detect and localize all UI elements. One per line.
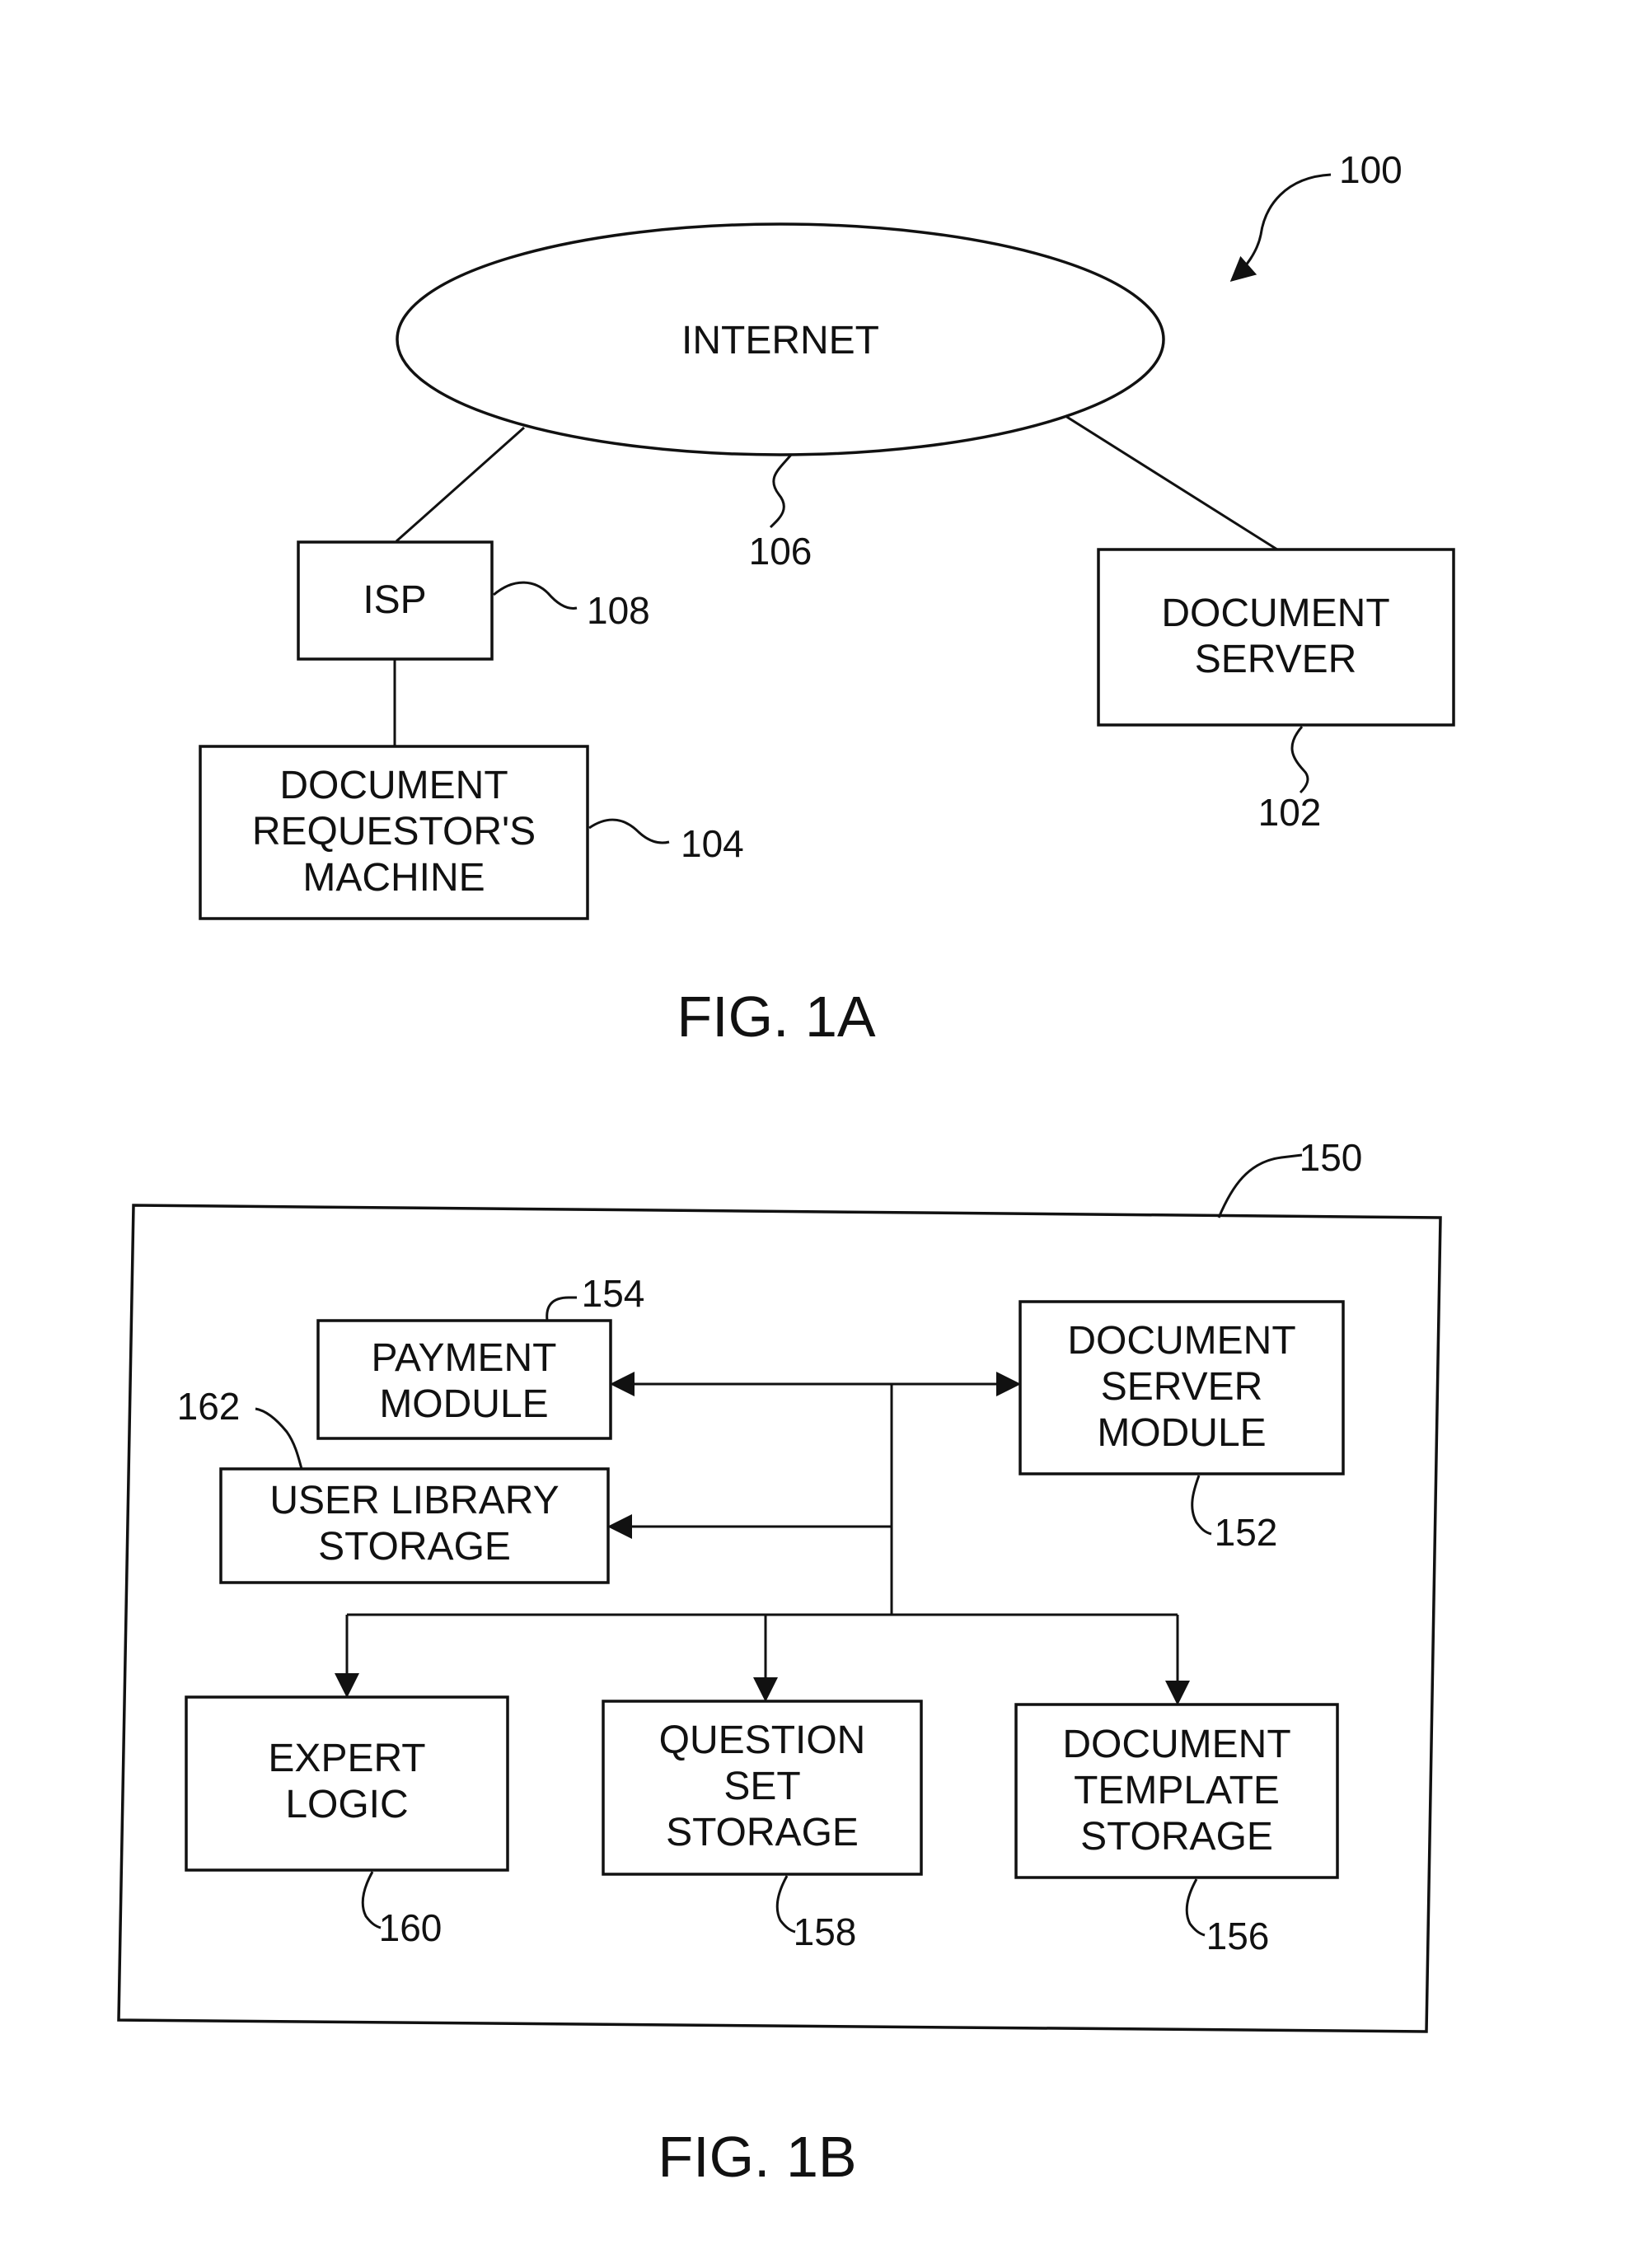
ref-156-label: 156 — [1206, 1915, 1270, 1957]
ref-154-label: 154 — [582, 1272, 645, 1315]
isp-label: ISP — [363, 578, 426, 622]
leader-154 — [547, 1298, 577, 1321]
leader-156 — [1187, 1879, 1205, 1935]
leader-102 — [1292, 727, 1308, 793]
requestor-line3: MACHINE — [302, 856, 485, 900]
leader-arrow-100 — [1232, 175, 1331, 280]
expert-logic-line1: EXPERT — [268, 1737, 425, 1780]
isp-node: ISP 108 — [298, 542, 650, 659]
expert-logic-line2: LOGIC — [285, 1783, 408, 1826]
leader-106 — [770, 455, 791, 527]
ref-100-label: 100 — [1339, 148, 1403, 191]
requestor-line1: DOCUMENT — [279, 764, 508, 807]
dts-line3: STORAGE — [1080, 1815, 1273, 1859]
document-server-node: DOCUMENT SERVER 102 — [1098, 549, 1454, 834]
ref-108-label: 108 — [587, 589, 650, 632]
ref-150-label: 150 — [1300, 1136, 1363, 1179]
document-template-storage-node: DOCUMENT TEMPLATE STORAGE 156 — [1016, 1705, 1337, 1957]
dsm-line3: MODULE — [1097, 1411, 1266, 1455]
ref-160-label: 160 — [379, 1906, 443, 1949]
ref-104-label: 104 — [681, 822, 744, 865]
uls-line1: USER LIBRARY — [269, 1479, 559, 1522]
ref-162-label: 162 — [177, 1385, 241, 1428]
internet-node: INTERNET 106 — [397, 224, 1164, 573]
ref-106-label: 106 — [749, 530, 812, 573]
fig-1b-caption: FIG. 1B — [658, 2125, 856, 2189]
document-server-line1: DOCUMENT — [1161, 592, 1389, 635]
internet-label: INTERNET — [681, 319, 879, 362]
question-set-storage-node: QUESTION SET STORAGE 158 — [603, 1701, 921, 1953]
ref-152-label: 152 — [1215, 1511, 1278, 1554]
qss-line2: SET — [724, 1765, 800, 1808]
leader-162 — [255, 1409, 302, 1469]
document-server-module-node: DOCUMENT SERVER MODULE 152 — [1020, 1302, 1343, 1554]
qss-line1: QUESTION — [659, 1719, 866, 1762]
internet-isp-link — [396, 428, 524, 541]
leader-150 — [1219, 1155, 1302, 1218]
internet-server-link — [1065, 416, 1277, 549]
requestor-line2: REQUESTOR'S — [252, 810, 536, 853]
system-ref-100: 100 — [1232, 148, 1403, 280]
dts-line2: TEMPLATE — [1074, 1769, 1280, 1812]
expert-logic-node: EXPERT LOGIC 160 — [186, 1697, 508, 1949]
ref-102-label: 102 — [1258, 791, 1322, 834]
requestor-machine-node: DOCUMENT REQUESTOR'S MACHINE 104 — [200, 746, 744, 919]
ref-158-label: 158 — [794, 1910, 857, 1953]
dsm-line1: DOCUMENT — [1067, 1319, 1295, 1363]
payment-module-line1: PAYMENT — [372, 1336, 557, 1380]
payment-module-node: PAYMENT MODULE 154 — [318, 1272, 644, 1438]
fig-1a-caption: FIG. 1A — [677, 984, 875, 1049]
leader-152 — [1192, 1475, 1211, 1534]
dts-line1: DOCUMENT — [1062, 1723, 1290, 1766]
fig-1b: 150 PAYMENT MODULE 154 DOCUMENT SERVER M… — [119, 1136, 1440, 2189]
payment-module-line2: MODULE — [379, 1382, 548, 1426]
qss-line3: STORAGE — [666, 1811, 859, 1854]
uls-line2: STORAGE — [318, 1525, 511, 1569]
document-server-line2: SERVER — [1195, 638, 1357, 681]
leader-104 — [589, 820, 669, 843]
leader-108 — [494, 582, 577, 608]
fig-1a: 100 INTERNET 106 ISP 108 DOCUMENT SERVER… — [200, 148, 1454, 1049]
dsm-line2: SERVER — [1101, 1365, 1263, 1409]
